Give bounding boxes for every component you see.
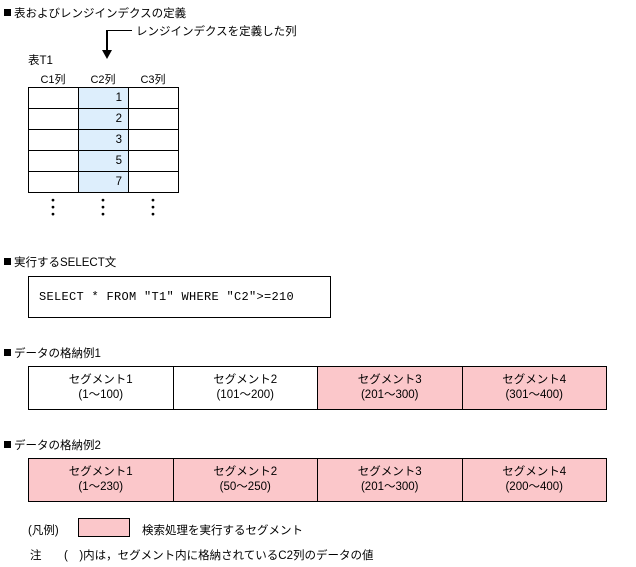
segment-4: セグメント4 (301～400) — [462, 367, 606, 409]
table-row: 7 — [28, 171, 179, 193]
cell-c1 — [28, 150, 79, 172]
segment-2: セグメント2 (101～200) — [174, 367, 318, 409]
table-row: 2 — [28, 108, 179, 130]
segment-1: セグメント1 (1～100) — [29, 367, 174, 409]
section-heading-definition-label: 表およびレンジインデクスの定義 — [14, 8, 187, 20]
cell-c3 — [128, 129, 179, 151]
cell-c2: 1 — [78, 87, 129, 109]
cell-c3 — [128, 87, 179, 109]
segment-range: (301～400) — [505, 389, 564, 401]
section-heading-example1-label: データの格納例1 — [14, 348, 101, 360]
segment-3: セグメント3 (201～300) — [318, 459, 463, 501]
cell-c1 — [28, 129, 79, 151]
bullet-square-icon — [4, 258, 11, 265]
section-heading-select-label: 実行するSELECT文 — [14, 257, 117, 269]
column-header-c1: C1列 — [40, 74, 66, 86]
callout-connector-line — [106, 30, 132, 31]
cell-c3 — [128, 108, 179, 130]
segment-name: セグメント2 — [213, 466, 278, 478]
segment-1: セグメント1 (1～230) — [29, 459, 174, 501]
cell-c2: 3 — [78, 129, 129, 151]
segment-name: セグメント1 — [68, 466, 133, 478]
ellipsis-c3: ・ ・ ・ — [147, 195, 159, 221]
segment-range: (201～300) — [360, 389, 419, 401]
table-row: 1 — [28, 87, 179, 109]
cell-c1 — [28, 171, 79, 193]
note-text: ( )内は，セグメント内に格納されているC2列のデータの値 — [64, 550, 374, 562]
legend-label: (凡例) — [28, 525, 59, 537]
table-row: 5 — [28, 150, 179, 172]
callout-arrow-head — [102, 50, 112, 59]
segment-name: セグメント4 — [502, 374, 567, 386]
segment-3: セグメント3 (201～300) — [318, 367, 463, 409]
segment-name: セグメント2 — [213, 374, 278, 386]
segment-range: (1～100) — [78, 389, 124, 401]
segment-4: セグメント4 (200～400) — [462, 459, 606, 501]
bullet-square-icon — [4, 9, 11, 16]
table-row: 3 — [28, 129, 179, 151]
section-heading-example2-label: データの格納例2 — [14, 440, 101, 452]
callout-label: レンジインデクスを定義した列 — [136, 26, 297, 38]
storage-example-2-bar: セグメント1 (1～230) セグメント2 (50～250) セグメント3 (2… — [28, 458, 607, 502]
segment-name: セグメント4 — [502, 466, 567, 478]
table-column-headers: C1列 C2列 C3列 — [28, 71, 178, 87]
section-heading-definition: 表およびレンジインデクスの定義 — [4, 5, 186, 21]
segment-range: (1～230) — [78, 481, 124, 493]
legend-color-swatch — [78, 518, 130, 537]
bullet-square-icon — [4, 349, 11, 356]
callout-arrow-shaft — [106, 30, 108, 52]
select-statement-box: SELECT * FROM ″T1″ WHERE ″C2″>=210 — [28, 276, 331, 318]
segment-2: セグメント2 (50～250) — [173, 459, 318, 501]
segment-name: セグメント1 — [68, 374, 133, 386]
cell-c1 — [28, 87, 79, 109]
segment-name: セグメント3 — [357, 374, 422, 386]
table-t1: 1 2 3 5 7 — [28, 87, 179, 193]
cell-c3 — [128, 150, 179, 172]
section-heading-select: 実行するSELECT文 — [4, 254, 116, 270]
note-label: 注 — [30, 550, 42, 562]
cell-c2: 2 — [78, 108, 129, 130]
ellipsis-c1: ・ ・ ・ — [47, 195, 59, 221]
cell-c1 — [28, 108, 79, 130]
segment-range: (200～400) — [505, 481, 564, 493]
cell-c2: 7 — [78, 171, 129, 193]
ellipsis-c2: ・ ・ ・ — [97, 195, 109, 221]
legend-description: 検索処理を実行するセグメント — [142, 525, 303, 537]
select-statement-text: SELECT * FROM ″T1″ WHERE ″C2″>=210 — [39, 290, 295, 304]
segment-range: (201～300) — [360, 481, 419, 493]
section-heading-example2: データの格納例2 — [4, 437, 101, 453]
table-name-label: 表T1 — [28, 55, 53, 67]
segment-range: (50～250) — [219, 481, 271, 493]
segment-range: (101～200) — [216, 389, 275, 401]
cell-c2: 5 — [78, 150, 129, 172]
column-header-c3: C3列 — [140, 74, 166, 86]
segment-name: セグメント3 — [357, 466, 422, 478]
cell-c3 — [128, 171, 179, 193]
storage-example-1-bar: セグメント1 (1～100) セグメント2 (101～200) セグメント3 (… — [28, 366, 607, 410]
section-heading-example1: データの格納例1 — [4, 345, 101, 361]
column-header-c2: C2列 — [90, 74, 116, 86]
bullet-square-icon — [4, 441, 11, 448]
